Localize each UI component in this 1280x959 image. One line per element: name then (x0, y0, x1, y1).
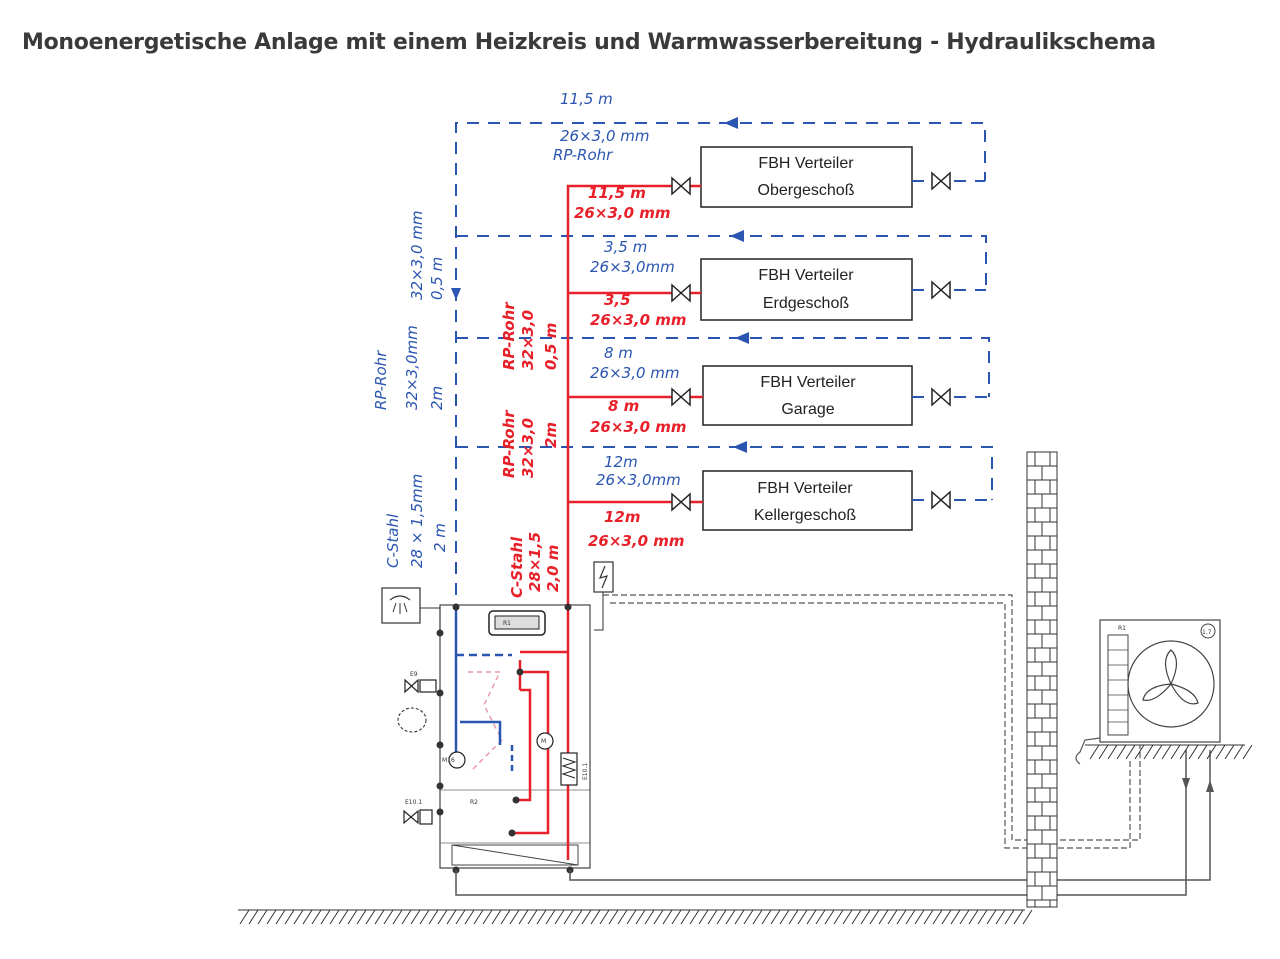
riser-sup-low-len: 2,0 m (544, 545, 562, 592)
distributor-erdgeschoss: FBH Verteiler Erdgeschoß (700, 258, 913, 321)
ground-outdoor (1085, 744, 1253, 760)
ground-indoor (238, 909, 1033, 925)
distributor-obergeschoss: FBH Verteiler Obergeschoß (700, 146, 913, 208)
distributor-garage: FBH Verteiler Garage (702, 365, 913, 426)
ret-og-type: RP-Rohr (553, 146, 613, 164)
pump-label: M16 (442, 757, 455, 764)
distributor-kellergeschoss: FBH Verteiler Kellergeschoß (702, 470, 913, 531)
riser-return-labels: 32×3,0 mm 0,5 m RP-Rohr 32×3,0mm 2m C-St… (372, 210, 449, 568)
riser-sup-mid-type: RP-Rohr (500, 409, 518, 478)
shower-icon (381, 587, 441, 633)
riser-sup-top-type: RP-Rohr (500, 301, 518, 370)
distributor-eg-line2: Erdgeschoß (763, 295, 849, 312)
ret-eg-dim: 26×3,0mm (590, 258, 675, 276)
riser-sup-mid-len: 2m (542, 422, 560, 448)
outdoor-pipe-arrows (1182, 778, 1214, 792)
sup-kg-length: 12m (604, 508, 641, 526)
distributor-og-line2: Obergeschoß (758, 182, 855, 199)
riser-sup-low-type: C-Stahl (508, 536, 526, 598)
ret-ga-length: 8 m (604, 344, 633, 362)
e101b-label: E10.1 (405, 799, 422, 806)
distributor-ga-line1: FBH Verteiler (760, 374, 856, 391)
distributor-eg-line1: FBH Verteiler (758, 267, 854, 284)
riser-ret-top-len: 0,5 m (428, 257, 446, 300)
expansion-vessel-icon (397, 707, 427, 733)
riser-supply-labels: RP-Rohr 32×3,0 0,5 m RP-Rohr 32×3,0 2m C… (500, 301, 562, 598)
safety-valve-icon (404, 678, 437, 694)
return-labels: 11,5 m 26×3,0 mm RP-Rohr 3,5 m 26×3,0mm … (553, 90, 681, 489)
distributor-ga-line2: Garage (781, 401, 834, 418)
sup-kg-dim: 26×3,0 mm (588, 532, 685, 550)
distributor-kg-line2: Kellergeschoß (754, 507, 857, 524)
sup-og-length: 11,5 m (588, 184, 646, 202)
supply-lines (566, 184, 703, 690)
valves (671, 171, 951, 512)
outdoor-pipes (455, 750, 1211, 896)
mixer-motor-icon (536, 732, 554, 750)
ret-kg-length: 12m (604, 453, 638, 471)
riser-sup-top-len: 0,5 m (542, 323, 560, 370)
riser-sup-mid-dim: 32×3,0 (519, 418, 537, 478)
e9-label: E9 (410, 671, 418, 678)
riser-sup-top-dim: 32×3,0 (519, 310, 537, 370)
svg-text:M: M (541, 738, 546, 745)
return-arrows (451, 117, 749, 453)
indoor-unit: R1 M16 M E10.1 (397, 603, 591, 874)
sup-ga-length: 8 m (608, 397, 639, 415)
riser-ret-low-len: 2 m (431, 523, 449, 552)
heater-label: E10.1 (582, 763, 589, 780)
sup-eg-length: 3,5 (604, 291, 631, 309)
ret-og-length: 11,5 m (560, 90, 613, 108)
outdoor-unit: R1 1.7 (1075, 619, 1221, 765)
electric-supply-icon (593, 561, 614, 631)
controller-label: R1 (503, 620, 511, 627)
return-lines (455, 122, 993, 868)
page-title: Monoenergetische Anlage mit einem Heizkr… (22, 30, 1156, 55)
drain-valve-icon (403, 809, 433, 825)
riser-ret-low-dim: 28 × 1,5mm (408, 474, 426, 568)
ret-og-dim: 26×3,0 mm (560, 127, 650, 145)
sup-eg-dim: 26×3,0 mm (590, 311, 687, 329)
distributor-og-line1: FBH Verteiler (758, 155, 854, 172)
riser-sup-low-dim: 28×1,5 (526, 532, 544, 592)
condensate-drain-icon (1075, 737, 1101, 765)
outdoor-r1-label: R1 (1118, 625, 1126, 632)
riser-ret-mid-len: 2m (428, 386, 446, 410)
sup-og-dim: 26×3,0 mm (574, 204, 671, 222)
riser-ret-top-dim: 32×3,0 mm (408, 210, 426, 300)
outdoor-unit-number: 1.7 (1202, 629, 1212, 636)
brick-wall (1026, 451, 1058, 908)
riser-ret-mid-type: RP-Rohr (372, 350, 390, 410)
riser-ret-mid-dim: 32×3,0mm (403, 325, 421, 410)
ret-eg-length: 3,5 m (604, 238, 647, 256)
riser-ret-low-type: C-Stahl (384, 513, 402, 568)
distributor-kg-line1: FBH Verteiler (757, 480, 853, 497)
cable-routes (603, 594, 1141, 849)
ret-kg-dim: 26×3,0mm (596, 471, 681, 489)
supply-labels: 11,5 m 26×3,0 mm 3,5 26×3,0 mm 8 m 26×3,… (574, 184, 687, 550)
r2-label: R2 (470, 799, 478, 806)
pump-icon (448, 751, 466, 769)
sup-ga-dim: 26×3,0 mm (590, 418, 687, 436)
ret-ga-dim: 26×3,0 mm (590, 364, 680, 382)
